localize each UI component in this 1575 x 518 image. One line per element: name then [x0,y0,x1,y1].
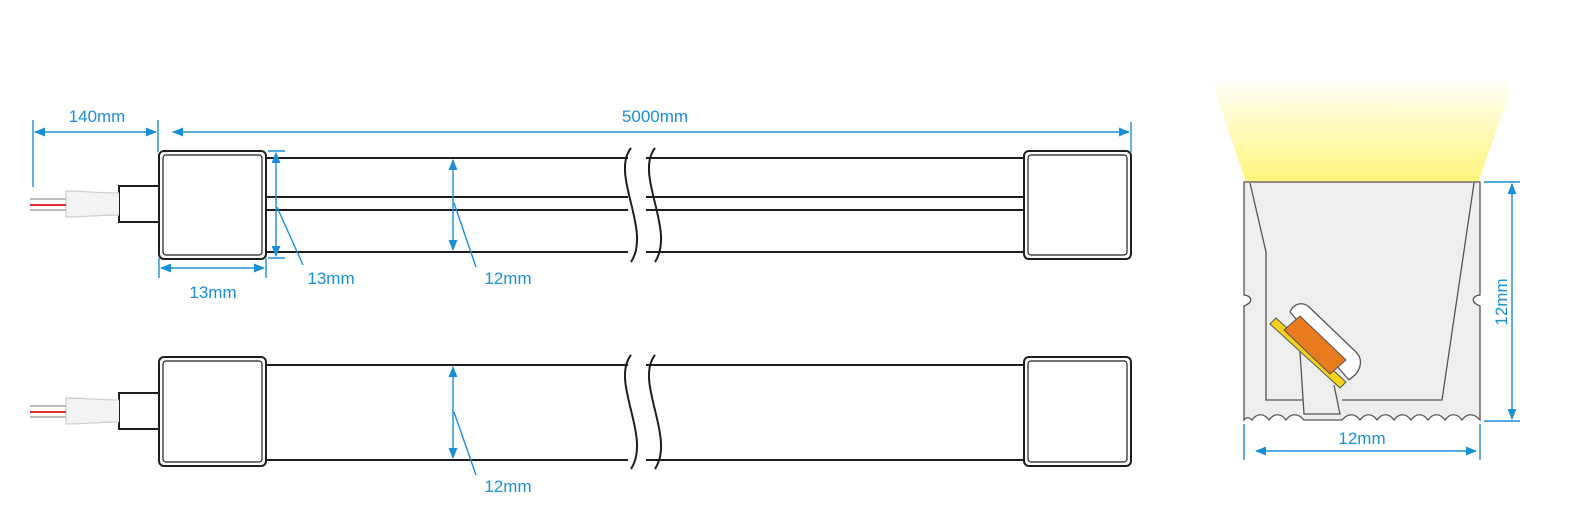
bottom-body-right [645,364,1026,461]
bottom-break-line-right [648,354,662,470]
top-end-cap-right [1023,150,1132,260]
top-body-left [266,157,630,253]
top-lead-cable [65,190,120,218]
top-connector-block [118,185,162,223]
bottom-lead-connector [30,392,162,430]
top-end-cap-left-inner [162,154,263,256]
cross-section-profile: 12mm 12mm [1210,76,1520,460]
led-chip [1283,315,1347,375]
cap-height-leader [276,206,304,266]
bottom-break-line-left [624,354,638,470]
top-break-gap [628,150,646,260]
top-lead-connector [30,185,162,223]
profile-height-label: 12mm [1492,278,1511,325]
top-strip-height-leader [453,202,477,268]
bottom-end-cap-left-inner [162,360,263,463]
bottom-strip-height-label: 12mm [484,477,531,496]
bottom-end-cap-right [1023,356,1132,467]
top-body-right [645,157,1026,253]
bottom-end-cap-left [158,356,267,467]
top-break-line-left [624,147,638,263]
profile-inner-wall-right [1342,182,1475,401]
light-beam [1210,76,1516,182]
bottom-body-left [266,364,630,461]
bottom-connector-block [118,392,162,430]
bottom-end-cap-right-inner [1027,360,1128,463]
top-end-cap-right-inner [1027,154,1128,256]
top-end-cap-left [158,150,267,260]
pcb-stand [1299,351,1341,415]
bottom-strip-height-leader [453,411,477,476]
lead-length-label: 140mm [69,107,126,126]
strip-length-label: 5000mm [622,107,688,126]
bottom-strip-view [30,354,1132,470]
profile-width-label: 12mm [1338,429,1385,448]
profile-inner-wall-left [1249,182,1304,401]
bottom-lead-cable [65,397,120,425]
top-strip-height-label: 12mm [484,269,531,288]
top-break-line-right [648,147,662,263]
strip-dimensions: 140mm 5000mm 13mm 13mm 12mm 12mm [32,107,1132,496]
top-strip-view [30,147,1132,263]
cap-width-label: 13mm [189,283,236,302]
bottom-break-gap [628,357,646,467]
cap-height-label: 13mm [307,269,354,288]
